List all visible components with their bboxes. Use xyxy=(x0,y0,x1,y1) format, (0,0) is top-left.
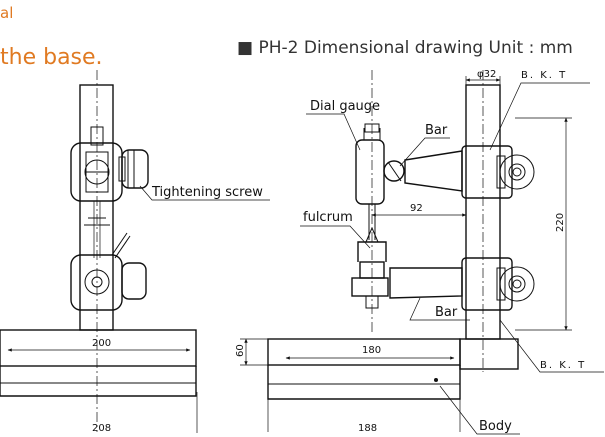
right-view: 92 220 φ32 60 180 188 Dial gauge Bar B. … xyxy=(139,69,604,435)
left-bottom-collar xyxy=(70,254,123,311)
top-clamp xyxy=(461,145,513,199)
label-fulcrum: fulcrum xyxy=(303,210,353,225)
label-bar-bottom: Bar xyxy=(435,305,458,320)
left-knob-top xyxy=(121,149,149,189)
label-tightening-screw: Tightening screw xyxy=(151,185,263,200)
left-knob-bottom xyxy=(121,262,147,300)
partial-top-text: al xyxy=(0,4,13,22)
bottom-arm xyxy=(389,267,463,299)
fulcrum-bracket xyxy=(357,241,387,262)
dim-208: 208 xyxy=(92,423,111,434)
dim-180: 180 xyxy=(362,345,381,356)
bottom-clamp xyxy=(461,257,513,311)
dim-phi32: φ32 xyxy=(477,69,496,80)
label-bkt-top: B. K. T xyxy=(521,70,567,81)
label-body: Body xyxy=(479,419,512,434)
left-column xyxy=(79,84,114,331)
dim-200: 200 xyxy=(92,338,111,349)
label-bkt-bottom: B. K. T xyxy=(540,360,586,371)
dim-60: 60 xyxy=(235,344,246,357)
page-title: ■ PH-2 Dimensional drawing Unit : mm xyxy=(237,38,573,58)
bar-top-knob xyxy=(383,160,405,182)
top-arm xyxy=(404,150,463,192)
dim-220: 220 xyxy=(555,213,566,232)
left-view: 200 208 xyxy=(0,70,198,434)
dim-188: 188 xyxy=(358,423,377,434)
dim-92: 92 xyxy=(410,203,423,214)
label-dial-gauge: Dial gauge xyxy=(310,99,380,114)
partial-caption: the base. xyxy=(0,45,103,70)
label-bar-top: Bar xyxy=(425,123,448,138)
